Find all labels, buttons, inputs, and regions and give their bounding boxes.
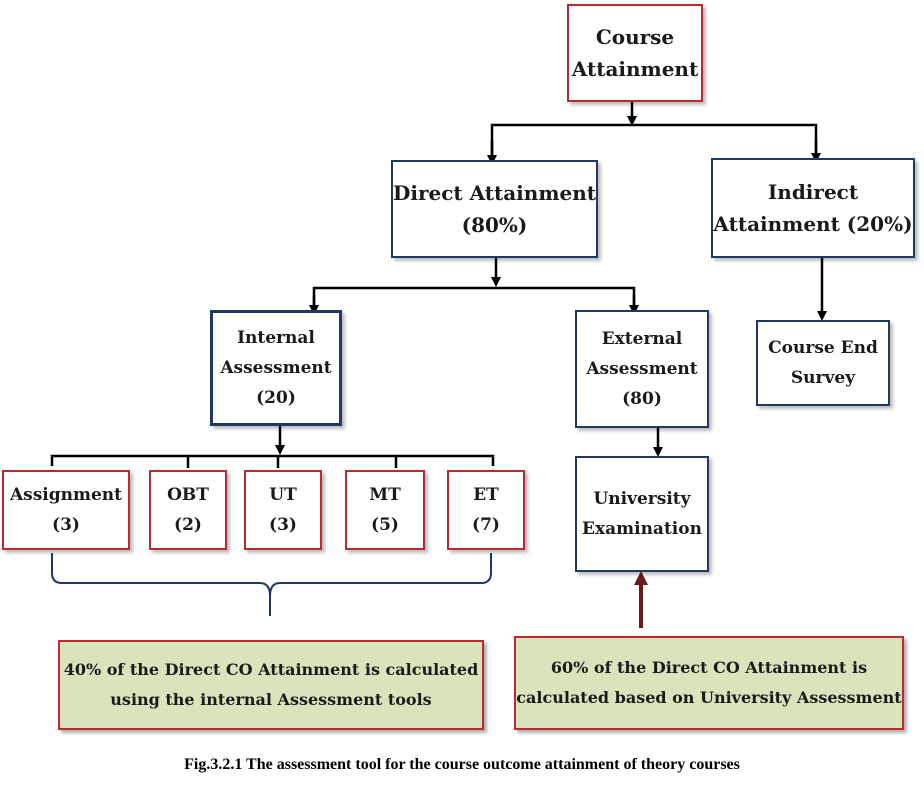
note-internal-weight: 40% of the Direct CO Attainment is calcu… <box>58 640 484 730</box>
node-label: Survey <box>790 368 856 388</box>
note-line: 40% of the Direct CO Attainment is calcu… <box>63 660 479 679</box>
note-external-weight: 60% of the Direct CO Attainment is calcu… <box>514 636 904 730</box>
node-internal-assessment: Internal Assessment (20) <box>210 310 342 426</box>
node-label: (80) <box>622 389 662 409</box>
note-line: 60% of the Direct CO Attainment is <box>550 658 868 677</box>
grouping-brace <box>51 553 492 597</box>
figure-caption: Fig.3.2.1 The assessment tool for the co… <box>184 756 740 773</box>
note-line: calculated based on University Assessmen… <box>516 688 902 707</box>
node-et: ET (7) <box>447 470 525 550</box>
node-label: Direct Attainment <box>393 181 596 205</box>
node-label: (3) <box>269 515 297 535</box>
note-line: using the internal Assessment tools <box>110 690 432 709</box>
node-label: ET <box>473 485 499 505</box>
node-obt: OBT (2) <box>149 470 227 550</box>
node-label: UT <box>269 485 297 505</box>
node-label: Assessment <box>220 358 332 378</box>
node-label: (7) <box>472 515 500 535</box>
node-indirect-attainment: Indirect Attainment (20%) <box>711 158 915 258</box>
node-ut: UT (3) <box>244 470 322 550</box>
node-university-examination: University Examination <box>575 456 709 572</box>
node-label: (20) <box>256 388 296 408</box>
connector-tools-bus <box>50 454 495 466</box>
node-label: Assessment <box>586 359 698 379</box>
node-label: OBT <box>167 485 209 505</box>
node-label: (5) <box>371 515 399 535</box>
node-mt: MT (5) <box>345 470 425 550</box>
connector-level1-bus <box>490 123 818 160</box>
node-course-attainment: Course Attainment <box>567 4 703 102</box>
node-assignment: Assignment (3) <box>2 470 130 550</box>
node-direct-attainment: Direct Attainment (80%) <box>391 160 598 258</box>
node-label: External <box>601 329 683 349</box>
node-course-end-survey: Course End Survey <box>756 320 890 406</box>
node-label: (80%) <box>461 213 528 237</box>
node-label: University <box>593 489 691 509</box>
node-label: Attainment <box>571 57 699 81</box>
connector-level2-bus <box>312 286 636 308</box>
node-label: MT <box>369 485 401 505</box>
node-label: Course End <box>768 338 878 358</box>
node-label: (3) <box>52 515 80 535</box>
node-label: Internal <box>237 328 315 348</box>
node-label: Examination <box>582 519 702 539</box>
node-label: (2) <box>174 515 202 535</box>
node-label: Assignment <box>9 485 123 505</box>
node-label: Attainment (20%) <box>713 212 913 236</box>
node-label: Indirect <box>767 180 859 204</box>
node-external-assessment: External Assessment (80) <box>575 310 709 428</box>
node-label: Course <box>595 25 675 49</box>
